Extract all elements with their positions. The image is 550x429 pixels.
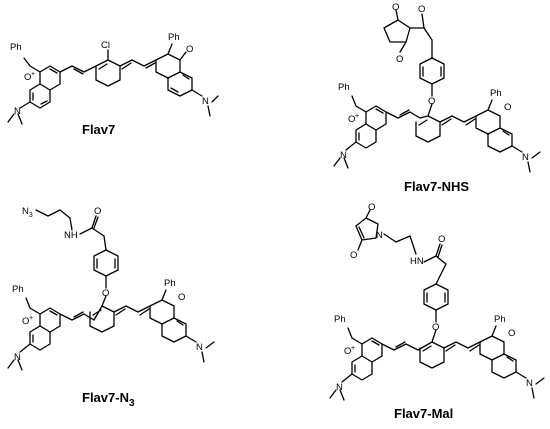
flav7-ph-left: Ph — [10, 42, 22, 53]
flav7-mal-bonds — [329, 209, 545, 401]
flav7-n3-n-left: N — [14, 352, 21, 363]
flav7-label: Flav7 — [82, 122, 115, 137]
flav7-nhs-o-carbonyl: O — [418, 4, 425, 15]
flav7-nhs-ph-right: Ph — [490, 88, 502, 99]
flav7-mal-hn: HN — [410, 256, 424, 267]
flav7-n-right: N — [202, 96, 209, 107]
flav7-mal-o-amide: O — [438, 234, 445, 245]
flav7-mal-n: N — [376, 230, 383, 241]
flav7-mal-n-left: N — [336, 382, 343, 393]
flav7-ph-right: Ph — [168, 32, 180, 43]
flav7-mal-o-linker: O — [432, 322, 439, 333]
flav7-n3-ph-right: Ph — [164, 278, 176, 289]
flav7-n3-charge: + — [29, 315, 33, 322]
flav7-n3-label: Flav7-N3 — [82, 390, 135, 409]
flav7-o-plus: O — [24, 72, 31, 83]
flav7-mal-o-top: O — [368, 202, 375, 213]
flav7-nhs-label: Flav7-NHS — [404, 179, 469, 194]
flav7-nhs-o-linker: O — [428, 96, 435, 107]
flav7-bonds — [7, 43, 219, 125]
flav7-nhs-o-top: O — [392, 2, 399, 13]
flav7-mal-label: Flav7-Mal — [394, 406, 453, 421]
flav7-nhs-n-left: N — [340, 150, 347, 161]
structure-flav7: Ph Ph O + O Cl N N Flav7 — [7, 32, 219, 137]
flav7-mal-charge: + — [351, 345, 355, 352]
flav7-mal-o-right: O — [508, 328, 515, 339]
flav7-n3-bonds — [7, 209, 215, 371]
structure-flav7-mal: O N O HN O O Ph Ph O + O N N Flav7-Mal — [329, 202, 545, 421]
flav7-n3-o-linker: O — [102, 288, 109, 299]
flav7-n-left: N — [14, 106, 21, 117]
flav7-n3-nh: NH — [64, 230, 78, 241]
flav7-n3-ph-left: Ph — [12, 284, 24, 295]
flav7-nhs-o-right: O — [504, 102, 511, 113]
flav7-nhs-o-ester: O — [396, 54, 403, 65]
flav7-nhs-bonds — [333, 9, 541, 173]
flav7-n3-o-right: O — [178, 292, 185, 303]
flav7-cl: Cl — [101, 40, 110, 51]
flav7-nhs-o-plus: O — [348, 114, 355, 125]
flav7-n3-o-plus: O — [22, 316, 29, 327]
flav7-mal-ph-right: Ph — [494, 314, 506, 325]
flav7-charge: + — [31, 71, 35, 78]
flav7-nhs-n-right: N — [522, 152, 529, 163]
flav7-n3-azide: N3 — [22, 206, 33, 219]
flav7-n3-o-amide: O — [94, 206, 101, 217]
structure-flav7-n3: N3 NH O O Ph Ph O + O N N Flav7-N3 — [7, 206, 215, 409]
flav7-mal-n-right: N — [526, 378, 533, 389]
flav7-mal-ph-left: Ph — [334, 314, 346, 325]
flav7-mal-o-plus: O — [344, 346, 351, 357]
flav7-mal-o-bottom: O — [350, 250, 357, 261]
flav7-o-right: O — [186, 44, 193, 55]
flav7-n3-n-right: N — [196, 342, 203, 353]
structure-flav7-nhs: O O O O Ph Ph O + O N N Flav7-NHS — [333, 2, 541, 194]
flav7-nhs-charge: + — [355, 113, 359, 120]
flav7-nhs-ph-left: Ph — [338, 82, 350, 93]
